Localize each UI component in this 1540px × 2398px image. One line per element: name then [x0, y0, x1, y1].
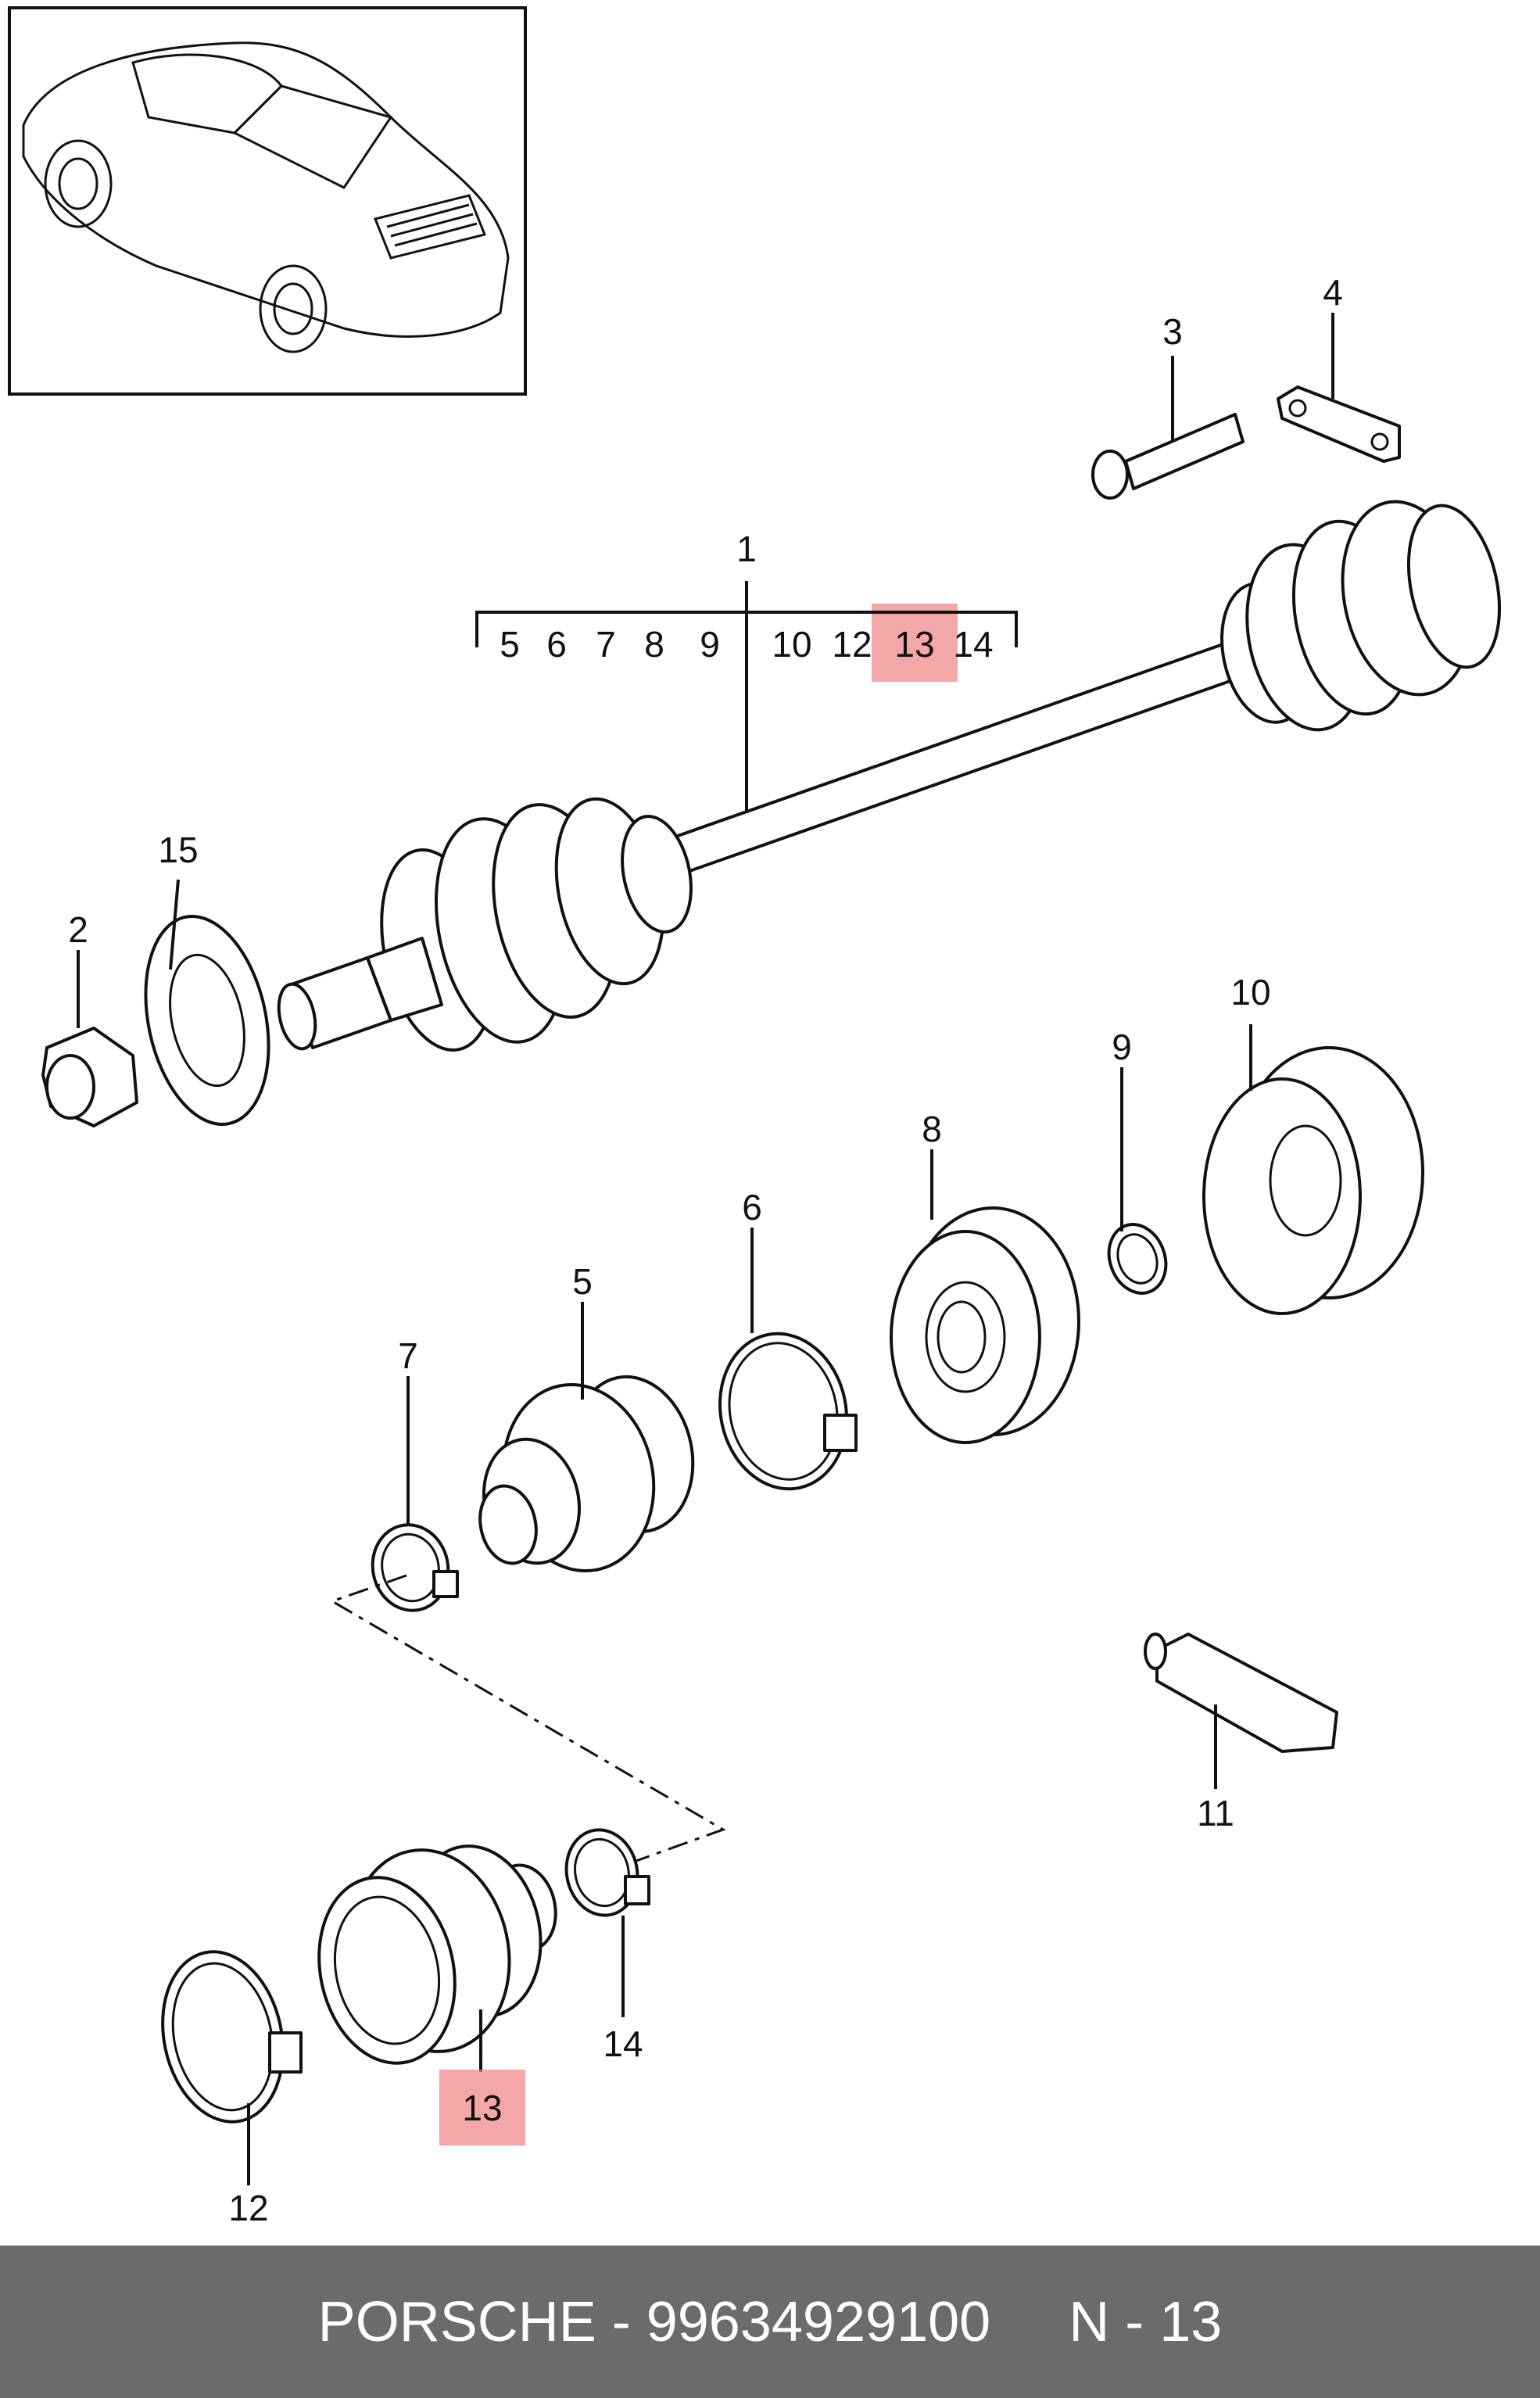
kit-item: 12 — [832, 624, 872, 665]
part-joint-housing — [1202, 1024, 1424, 1315]
footer-gap — [990, 2290, 1069, 2354]
part-circlip — [1107, 1067, 1168, 1295]
footer-bar: PORSCHE - 99634929100 N - 13 — [0, 2246, 1540, 2398]
callout-12: 12 — [228, 2188, 268, 2228]
part-highlight — [439, 2070, 525, 2145]
kit-item: 9 — [700, 624, 720, 665]
car-thumbnail — [8, 6, 527, 396]
kit-item: 8 — [644, 624, 664, 665]
callout-9: 9 — [1112, 1027, 1132, 1067]
parts-diagram: 1 2 3 4 5 6 7 8 9 10 11 12 13 14 15 5 6 … — [8, 6, 1502, 2228]
kit-item: 6 — [546, 624, 567, 665]
callout-1: 1 — [736, 529, 757, 569]
kit-item: 5 — [500, 624, 520, 665]
part-inner-boot — [478, 1302, 695, 1573]
callout-2: 2 — [68, 909, 88, 950]
part-large-clamp — [718, 1228, 858, 1491]
callout-15: 15 — [158, 830, 198, 870]
kit-item: 13 — [894, 624, 934, 665]
callout-6: 6 — [742, 1187, 762, 1228]
callout-4: 4 — [1323, 272, 1343, 313]
callout-10: 10 — [1230, 972, 1270, 1013]
callout-7: 7 — [398, 1335, 418, 1376]
part-nut — [41, 950, 138, 1127]
footer-part-number: 99634929100 — [646, 2290, 991, 2353]
part-bolt — [1091, 356, 1245, 500]
drive-shaft — [277, 500, 1502, 1052]
footer-separator: - — [596, 2290, 646, 2353]
kit-highlight — [872, 604, 958, 682]
part-clamp-12 — [161, 1950, 303, 2185]
kit-item: 7 — [596, 624, 616, 665]
part-lock-washer — [144, 879, 270, 1126]
part-small-clamp — [371, 1376, 459, 1612]
callout-8: 8 — [922, 1109, 942, 1149]
assembly-dash-lines — [329, 1574, 726, 1866]
footer-brand: PORSCHE — [317, 2290, 596, 2353]
callout-3: 3 — [1162, 311, 1183, 352]
part-outer-boot — [317, 1844, 557, 2145]
kit-bracket — [475, 581, 1018, 813]
footer-reference: N - 13 — [1069, 2290, 1223, 2353]
part-plate — [1277, 313, 1401, 463]
part-clamp-14 — [564, 1828, 650, 2017]
kit-item: 14 — [953, 624, 993, 665]
part-joint-hub — [890, 1149, 1080, 1444]
kit-item: 10 — [772, 624, 811, 665]
part-grease-tube — [1144, 1633, 1338, 1789]
callout-11: 11 — [1197, 1793, 1234, 1833]
callout-5: 5 — [572, 1261, 593, 1302]
callout-13: 13 — [462, 2088, 502, 2128]
callout-14: 14 — [603, 2023, 643, 2064]
